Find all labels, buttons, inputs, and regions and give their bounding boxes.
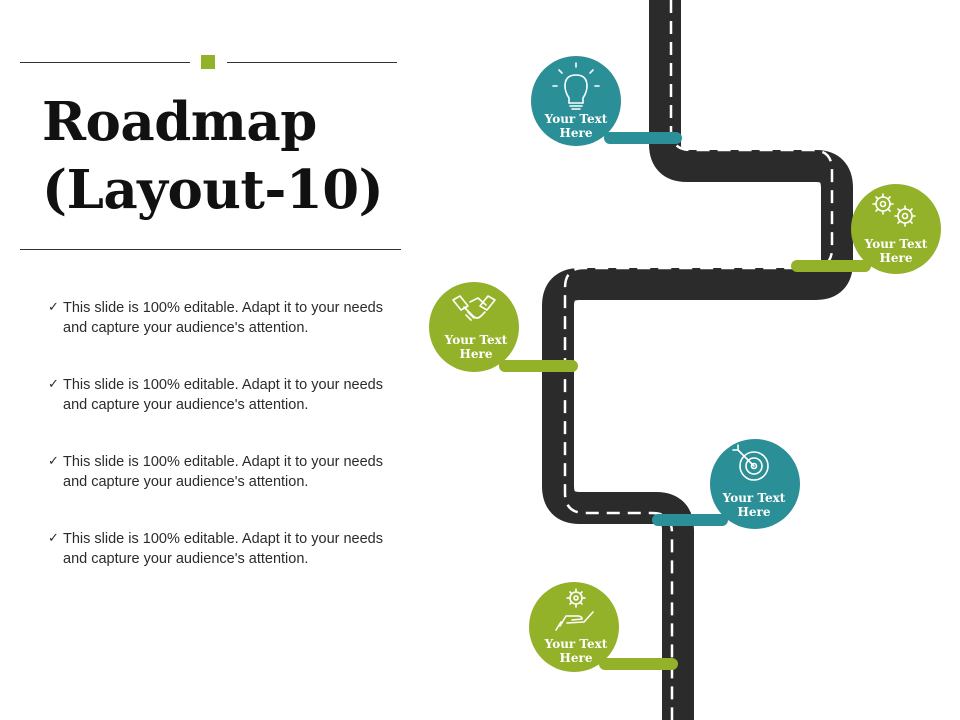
bullet-text: This slide is 100% editable. Adapt it to… bbox=[63, 300, 383, 336]
bullet-item: ✓ This slide is 100% editable. Adapt it … bbox=[48, 452, 408, 492]
milestone-2-label-line-1: Your Text bbox=[864, 237, 928, 251]
milestone-4-label-line-1: Your Text bbox=[722, 491, 786, 505]
milestone-4: Your Text Here bbox=[652, 439, 800, 529]
road-center-line bbox=[563, 0, 834, 720]
title-line-1: Roadmap bbox=[42, 91, 317, 153]
milestone-1-label-line-1: Your Text bbox=[544, 112, 608, 126]
checkmark-icon: ✓ bbox=[48, 531, 59, 546]
milestone-1-label-line-2: Here bbox=[560, 126, 593, 140]
milestone-1: Your Text Here bbox=[531, 56, 682, 146]
page-title: Roadmap (Layout-10) bbox=[42, 88, 384, 224]
checkmark-icon: ✓ bbox=[48, 454, 59, 469]
bullet-text: This slide is 100% editable. Adapt it to… bbox=[63, 531, 383, 567]
title-divider bbox=[20, 249, 401, 250]
bullet-item: ✓ This slide is 100% editable. Adapt it … bbox=[48, 298, 408, 338]
lightbulb-icon bbox=[552, 62, 600, 110]
milestone-5-label-line-1: Your Text bbox=[544, 637, 608, 651]
title-line-2: (Layout-10) bbox=[42, 159, 384, 221]
milestone-4-marker bbox=[710, 439, 800, 529]
milestone-2: Your Text Here bbox=[791, 184, 941, 274]
milestone-5-marker bbox=[529, 582, 619, 672]
handshake-icon bbox=[452, 295, 496, 321]
milestone-5-label-line-2: Here bbox=[560, 651, 593, 665]
milestone-3-label-line-1: Your Text bbox=[444, 333, 508, 347]
bullet-text: This slide is 100% editable. Adapt it to… bbox=[63, 454, 383, 490]
target-icon bbox=[732, 444, 769, 481]
bullet-item: ✓ This slide is 100% editable. Adapt it … bbox=[48, 529, 408, 569]
header-rule-right bbox=[227, 62, 397, 63]
header-rule-left bbox=[20, 62, 190, 63]
road bbox=[542, 0, 853, 720]
header-accent-square bbox=[201, 55, 215, 69]
checkmark-icon: ✓ bbox=[48, 300, 59, 315]
gears-icon bbox=[872, 193, 916, 227]
bullet-list: ✓ This slide is 100% editable. Adapt it … bbox=[48, 298, 408, 606]
checkmark-icon: ✓ bbox=[48, 377, 59, 392]
milestone-5: Your Text Here bbox=[529, 582, 678, 672]
milestone-1-marker bbox=[531, 56, 621, 146]
milestone-2-label-line-2: Here bbox=[880, 251, 913, 265]
hand-gear-icon bbox=[555, 588, 594, 631]
milestone-3-marker bbox=[429, 282, 519, 372]
milestone-3: Your Text Here bbox=[429, 282, 578, 372]
milestone-4-label-line-2: Here bbox=[738, 505, 771, 519]
milestone-3-label-line-2: Here bbox=[460, 347, 493, 361]
bullet-text: This slide is 100% editable. Adapt it to… bbox=[63, 377, 383, 413]
milestone-2-marker bbox=[851, 184, 941, 274]
bullet-item: ✓ This slide is 100% editable. Adapt it … bbox=[48, 375, 408, 415]
